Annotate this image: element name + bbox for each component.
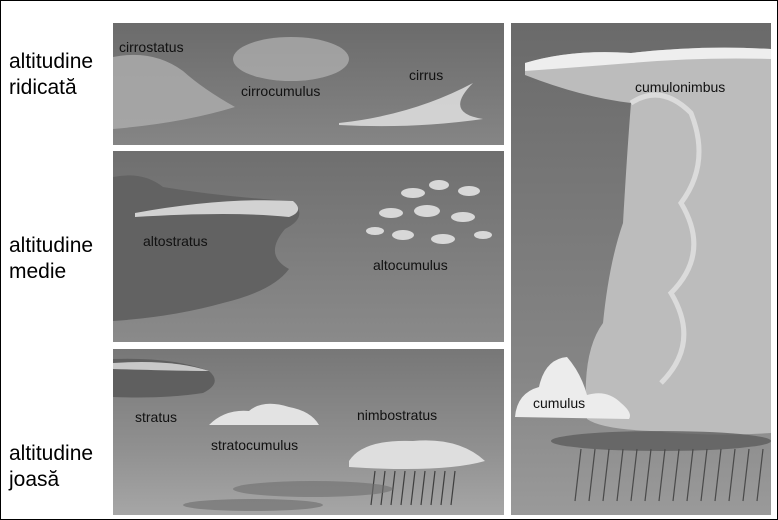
label-nimbostratus: nimbostratus (357, 407, 437, 423)
cirrocumulus-cloud-shape (233, 37, 349, 81)
label-stratocumulus: stratocumulus (211, 437, 298, 453)
label-cumulus: cumulus (533, 395, 585, 411)
label-altostratus: altostratus (143, 233, 208, 249)
label-cumulonimbus: cumulonimbus (635, 79, 725, 95)
panel-low-altitude: stratus stratocumulus nimbostratus (113, 349, 504, 515)
label-cirrocumulus: cirrocumulus (241, 83, 320, 99)
label-high-altitude: altitudine ridicată (9, 49, 93, 101)
panel-vertical-development: cumulonimbus cumulus (511, 23, 771, 515)
label-low-altitude: altitudine joasă (9, 441, 93, 493)
label-altocumulus: altocumulus (373, 257, 448, 273)
label-mid-altitude: altitudine medie (9, 233, 93, 285)
label-stratus: stratus (135, 409, 177, 425)
panel-high-altitude: cirrostatus cirrocumulus cirrus (113, 23, 504, 145)
label-cirrostratus: cirrostatus (119, 39, 184, 55)
label-cirrus: cirrus (409, 67, 443, 83)
panel-mid-altitude: altostratus altocumulus (113, 151, 504, 342)
